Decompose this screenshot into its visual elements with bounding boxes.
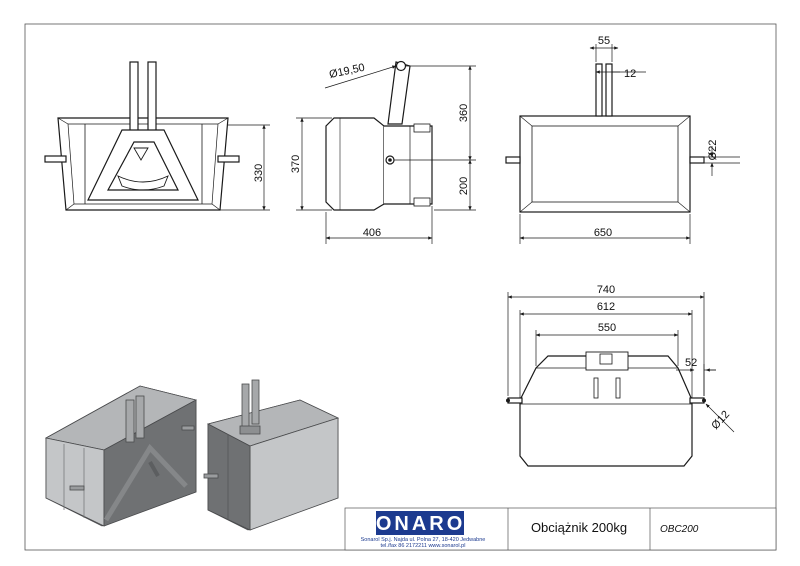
isometric-render-rear	[203, 379, 340, 531]
isometric-render-front	[44, 385, 198, 527]
dim-top-leaders	[519, 44, 740, 244]
side-view	[325, 60, 433, 211]
logo-badge	[376, 511, 464, 535]
drawing-title: Obciążnik 200kg	[531, 520, 627, 535]
dim-rear-pin-length-label: 52	[685, 357, 697, 369]
dim-side-lower-label: 200	[458, 177, 470, 195]
dim-top-frame-thickness-label: 12	[624, 68, 636, 80]
company-address: Sonarol Sp.j. Najda ul. Polna 27, 18-420…	[361, 537, 486, 543]
dim-rear-pin-diameter-label: Ø12	[709, 409, 732, 432]
dim-front-height-label: 330	[253, 164, 265, 182]
drawing-code: OBC200	[660, 524, 699, 535]
dim-pin-diameter-label: Ø19,50	[328, 62, 366, 81]
dim-side-upper-label: 360	[458, 104, 470, 122]
dim-front-height	[220, 124, 270, 211]
dim-top-pin-diameter-label: Ø22	[707, 140, 719, 161]
dim-rear-612-label: 612	[597, 301, 615, 313]
dim-rear-leaders	[507, 292, 735, 433]
dim-rear-550-label: 550	[598, 322, 616, 334]
rear-view	[506, 351, 706, 467]
front-view	[44, 61, 240, 211]
company-logo: SONAROL	[360, 513, 481, 535]
dim-top-frame-width-label: 55	[598, 35, 610, 47]
dim-top-width-label: 650	[594, 227, 612, 239]
dim-side-depth-label: 406	[363, 227, 381, 239]
dim-rear-total-label: 740	[597, 284, 615, 296]
top-view	[505, 63, 705, 213]
dim-side-total-label: 370	[290, 155, 302, 173]
dim-side-leaders	[296, 65, 476, 244]
company-contact: tel./fax 86 2172211 www.sonarol.pl	[381, 543, 466, 549]
